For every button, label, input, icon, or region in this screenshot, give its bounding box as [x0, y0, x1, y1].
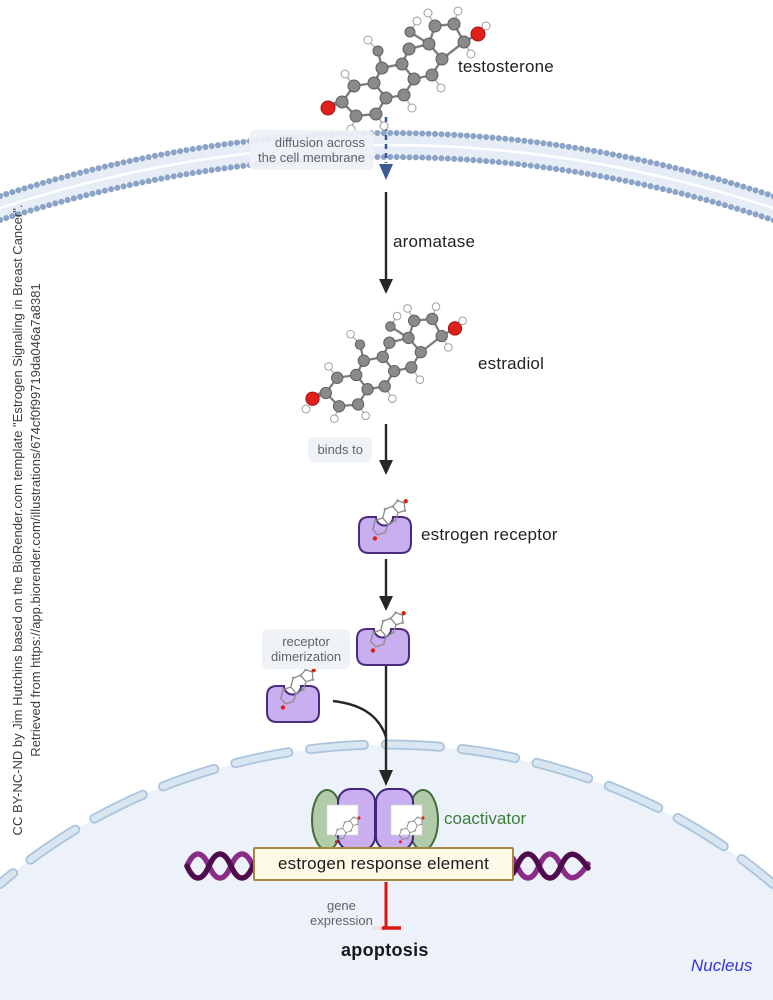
ligand-panel-right [390, 804, 431, 845]
diffusion-label-line1: diffusion across [274, 135, 365, 150]
estradiol-molecule [301, 301, 468, 424]
aromatase-label: aromatase [393, 232, 476, 251]
nucleus-label: Nucleus [691, 956, 753, 975]
estrogen-receptor-label: estrogen receptor [421, 525, 558, 544]
transcription-complex [311, 788, 439, 851]
membrane-inner-heads [0, 154, 773, 224]
coactivator-label: coactivator [444, 809, 527, 828]
ligand-panel-left [326, 804, 367, 845]
dimerization-arrow [379, 559, 393, 611]
gene-expression-line2: expression [310, 913, 373, 928]
binds-to-label-text: binds to [317, 442, 363, 457]
aromatase-arrow [379, 192, 393, 294]
testosterone-label: testosterone [458, 57, 554, 76]
diffusion-label: diffusion across the cell membrane [249, 130, 374, 170]
attribution-text: CC BY-NC-ND by Jim Hutchins based on the… [9, 202, 45, 838]
receptor-dimer-partner [266, 663, 327, 723]
diffusion-label-line2: the cell membrane [258, 150, 365, 165]
membrane-outer-heads [0, 130, 773, 200]
attribution-line1: CC BY-NC-ND by Jim Hutchins based on the… [10, 204, 25, 836]
gene-expression-line1: gene [326, 898, 356, 913]
receptor-dimerization-label: receptor dimerization [262, 629, 351, 669]
cell-membrane [0, 130, 773, 224]
receptor-dimerization-line2: dimerization [271, 649, 342, 664]
gene-expression-label: gene expression [301, 893, 382, 933]
attribution-line2: Retrieved from https://app.biorender.com… [28, 283, 43, 757]
estradiol-label: estradiol [478, 354, 545, 373]
binds-to-label: binds to [308, 437, 372, 462]
diffusion-arrow [379, 117, 393, 180]
nuclear-import-arrow [332, 666, 393, 786]
receptor-dimerization-line1: receptor [282, 634, 330, 649]
receptor-dimer-top [356, 606, 417, 666]
estrogen-response-element-label: estrogen response element [277, 854, 490, 873]
dimer-merge-curve [332, 699, 388, 738]
estrogen-response-element-box: estrogen response element [253, 847, 514, 881]
binds-to-arrow [379, 424, 393, 475]
apoptosis-label: apoptosis [341, 940, 429, 960]
estrogen-receptor-shape [358, 494, 419, 554]
